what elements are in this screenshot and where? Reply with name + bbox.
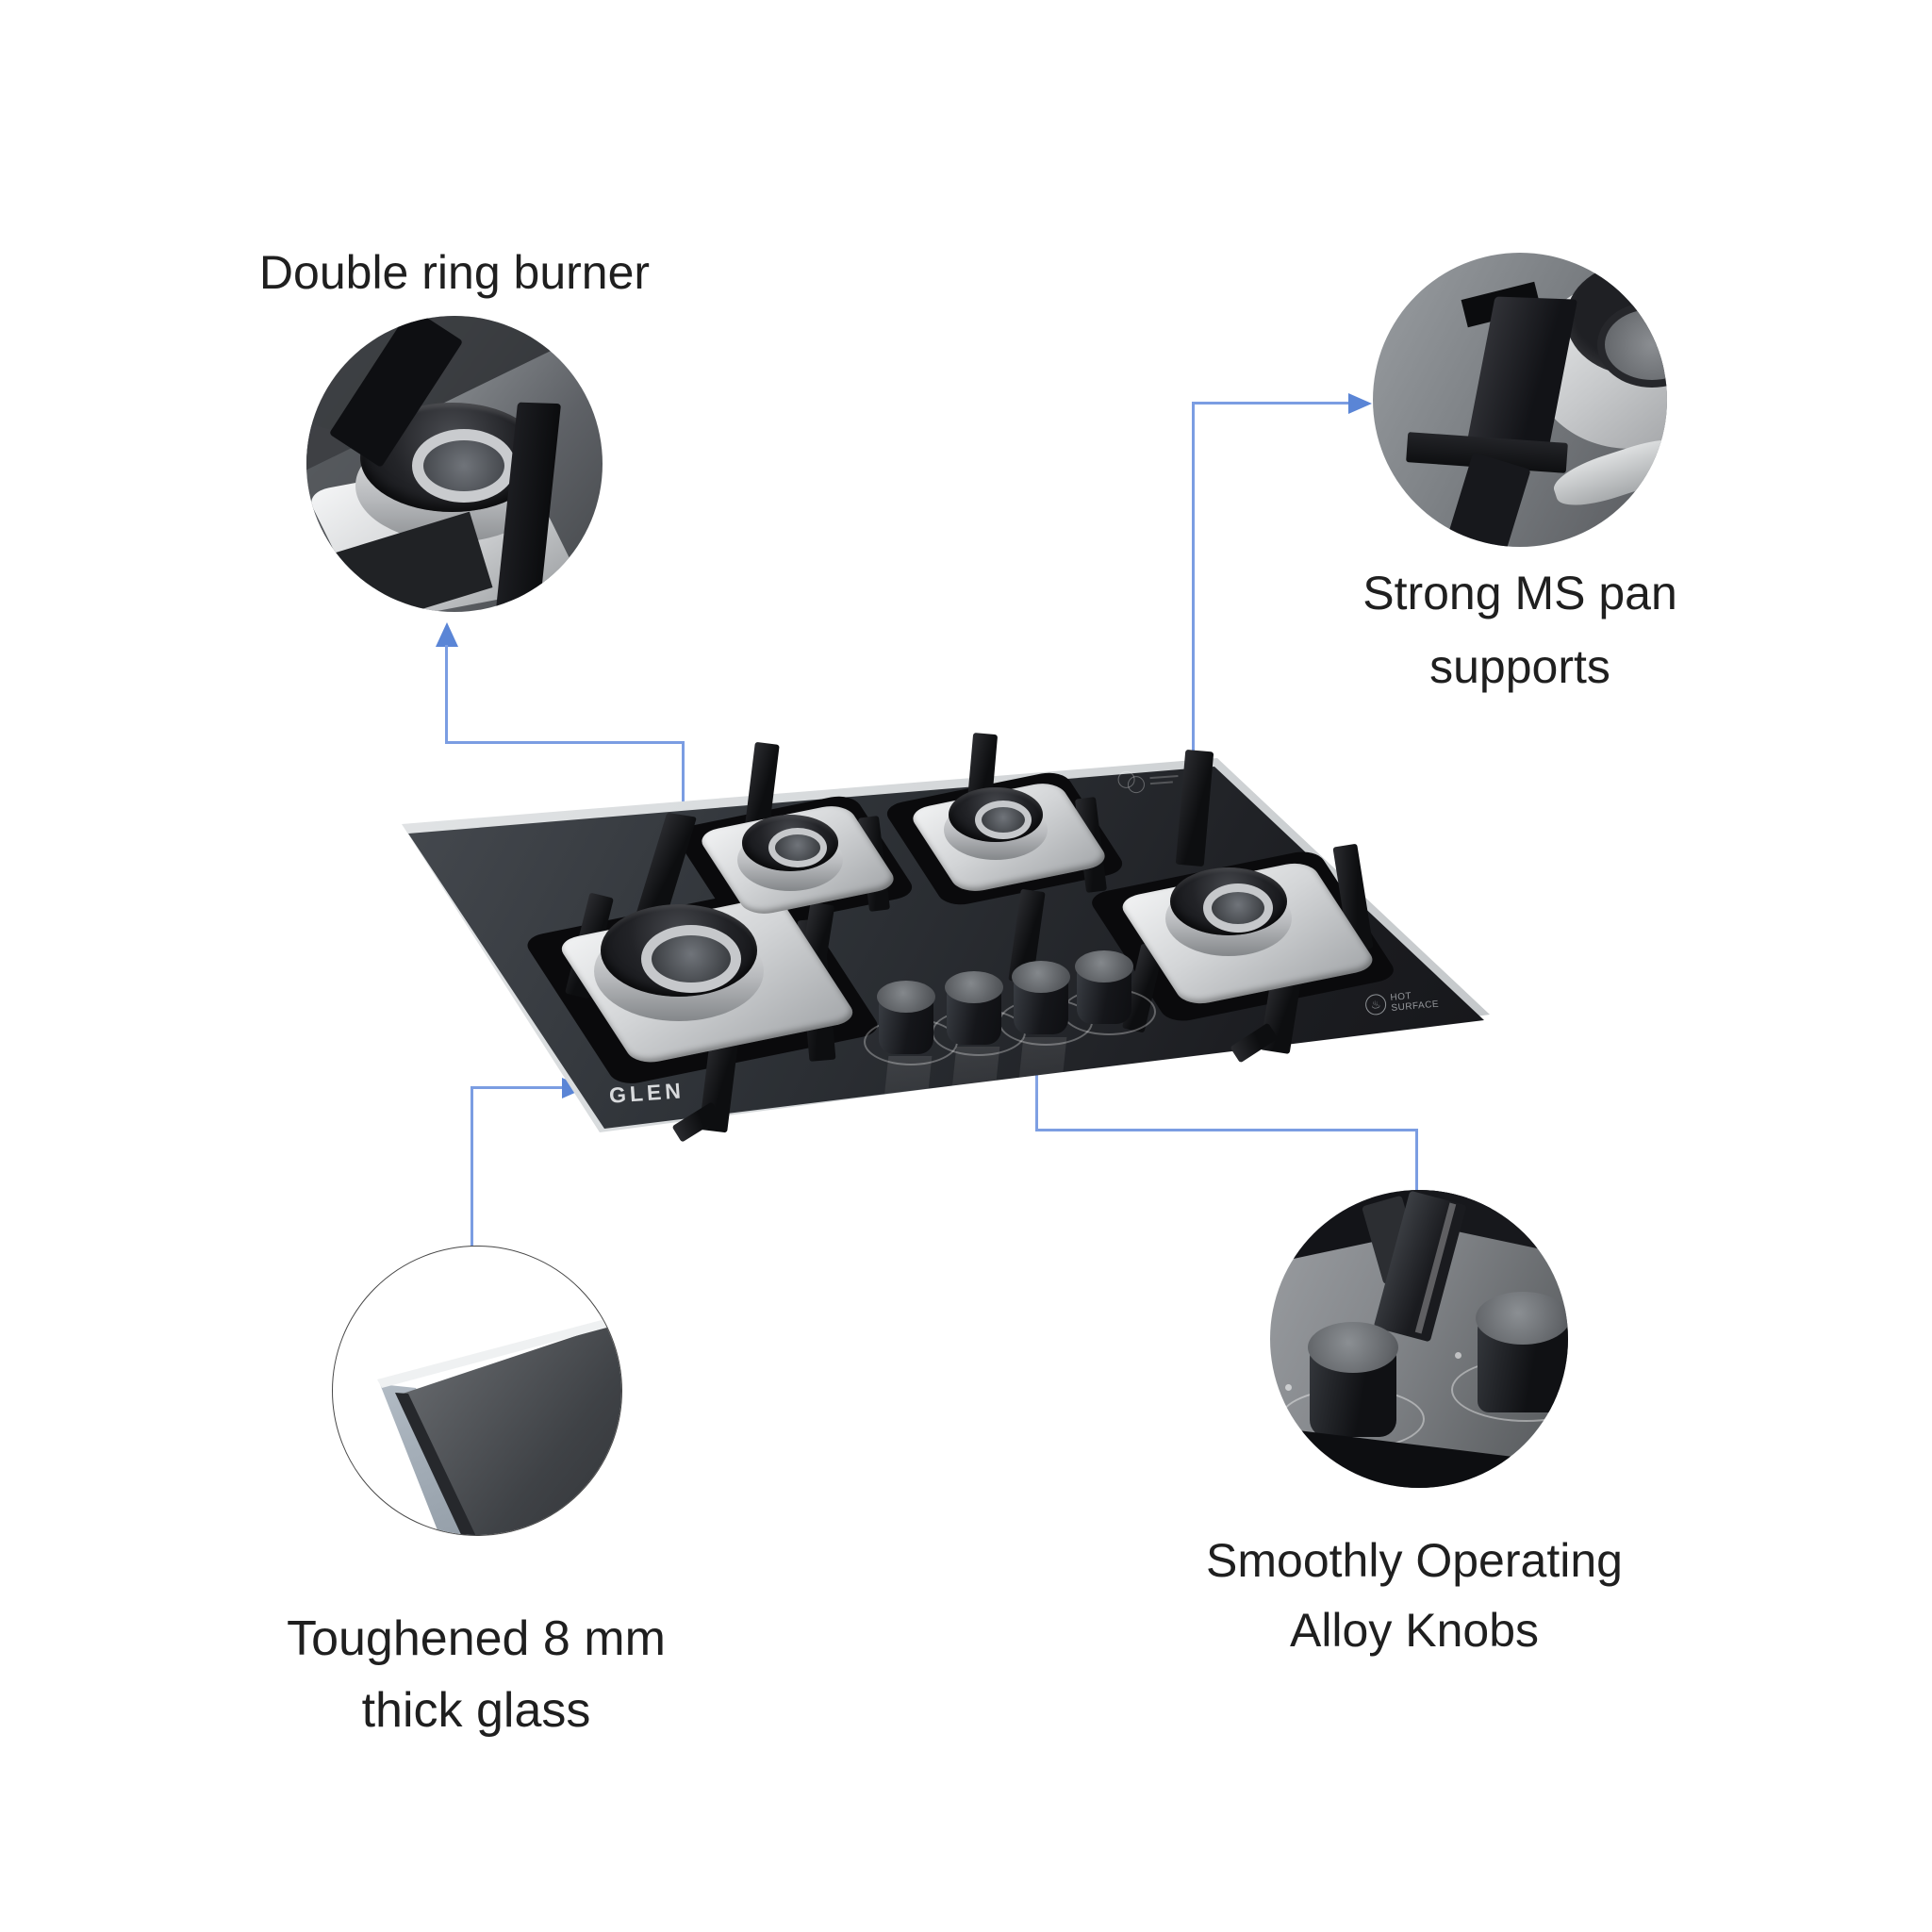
connector-line: [445, 741, 685, 744]
burner-center: [975, 801, 1032, 839]
connector-line: [1415, 1129, 1418, 1191]
callout-label-toughened-glass: Toughened 8 mm thick glass: [146, 1603, 806, 1746]
callout-label-pan-supports: Strong MS pan supports: [1237, 556, 1803, 703]
control-knob-1-top: [877, 981, 935, 1013]
arrow-up-icon: [436, 622, 458, 647]
label-line: thick glass: [361, 1683, 591, 1738]
burner-center: [768, 828, 827, 867]
callout-label-double-ring-burner: Double ring burner: [124, 241, 784, 304]
burner-center: [1203, 883, 1273, 933]
callout-inset-double-ring-burner: [306, 316, 603, 612]
label-line: Alloy Knobs: [1289, 1604, 1540, 1657]
dial-dot: [1285, 1384, 1292, 1391]
connector-line: [1035, 1047, 1038, 1131]
label-line: supports: [1429, 640, 1610, 693]
connector-line: [1192, 402, 1195, 790]
label-line: Toughened 8 mm: [287, 1611, 666, 1666]
callout-inset-pan-supports: [1373, 253, 1667, 547]
control-knob-4-top: [1075, 950, 1133, 983]
brand-logo: GLEN: [608, 1078, 685, 1108]
callout-label-alloy-knobs: Smoothly Operating Alloy Knobs: [1131, 1526, 1697, 1665]
arrow-right-icon: [1348, 393, 1372, 414]
glass-emblem: [1116, 764, 1186, 806]
alloy-knob-top: [1476, 1292, 1568, 1345]
glass-top-surface: [397, 1324, 621, 1535]
connector-line: [1194, 402, 1348, 405]
label-line: Double ring burner: [258, 246, 651, 299]
connector-line: [1035, 1129, 1418, 1131]
control-knob-3-top: [1012, 961, 1070, 993]
hot-surface-icon: ♨: [1364, 993, 1388, 1016]
connector-line: [471, 1086, 562, 1089]
label-line: Strong MS pan: [1362, 567, 1677, 619]
burner-center: [641, 925, 741, 993]
control-knob-2-top: [945, 971, 1003, 1003]
burner-center: [412, 429, 516, 503]
alloy-knob-top: [1308, 1322, 1398, 1373]
connector-line: [445, 645, 448, 744]
callout-inset-alloy-knobs: [1270, 1190, 1568, 1488]
dial-dot: [1455, 1352, 1461, 1359]
label-line: Smoothly Operating: [1206, 1534, 1623, 1587]
callout-inset-toughened-glass: [332, 1246, 622, 1536]
connector-line: [471, 1086, 473, 1247]
